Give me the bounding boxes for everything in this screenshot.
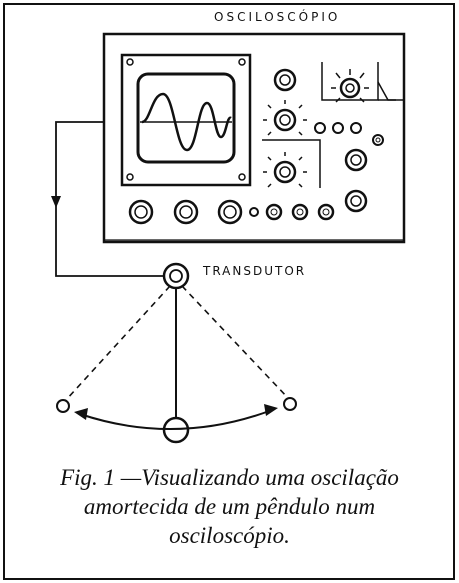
pendulum [56,285,297,444]
oscilloscope-body [102,32,406,244]
damped-waveform [141,92,232,152]
caption-line-3: osciloscópio. [169,523,290,548]
pendulum-bob [162,416,190,444]
swing-arrow-left-icon [74,408,88,420]
transducer-label: TRANSDUTOR [203,264,307,278]
oscilloscope [102,32,406,244]
figure-caption: Fig. 1 —Visualizando uma oscilação amort… [0,463,459,550]
cable-arrow-icon [51,196,61,208]
swing-arrow-right-icon [264,404,278,416]
pendulum-right-extreme [181,285,289,399]
caption-line-1: Fig. 1 —Visualizando uma oscilação [60,465,399,490]
screen [136,72,236,164]
oscilloscope-label: OSCILOSCÓPIO [214,10,341,24]
signal-cable [55,121,164,277]
ticks-knob-2 [263,152,307,188]
caption-line-2: amortecida de um pêndulo num [83,494,376,519]
screen-bezel [120,53,252,187]
transducer [162,262,190,290]
ticks-knob-1 [263,100,307,136]
pendulum-left-extreme [65,285,171,401]
swing-arc [79,409,273,431]
selector-ticks [331,69,369,103]
figure-frame [3,3,455,580]
